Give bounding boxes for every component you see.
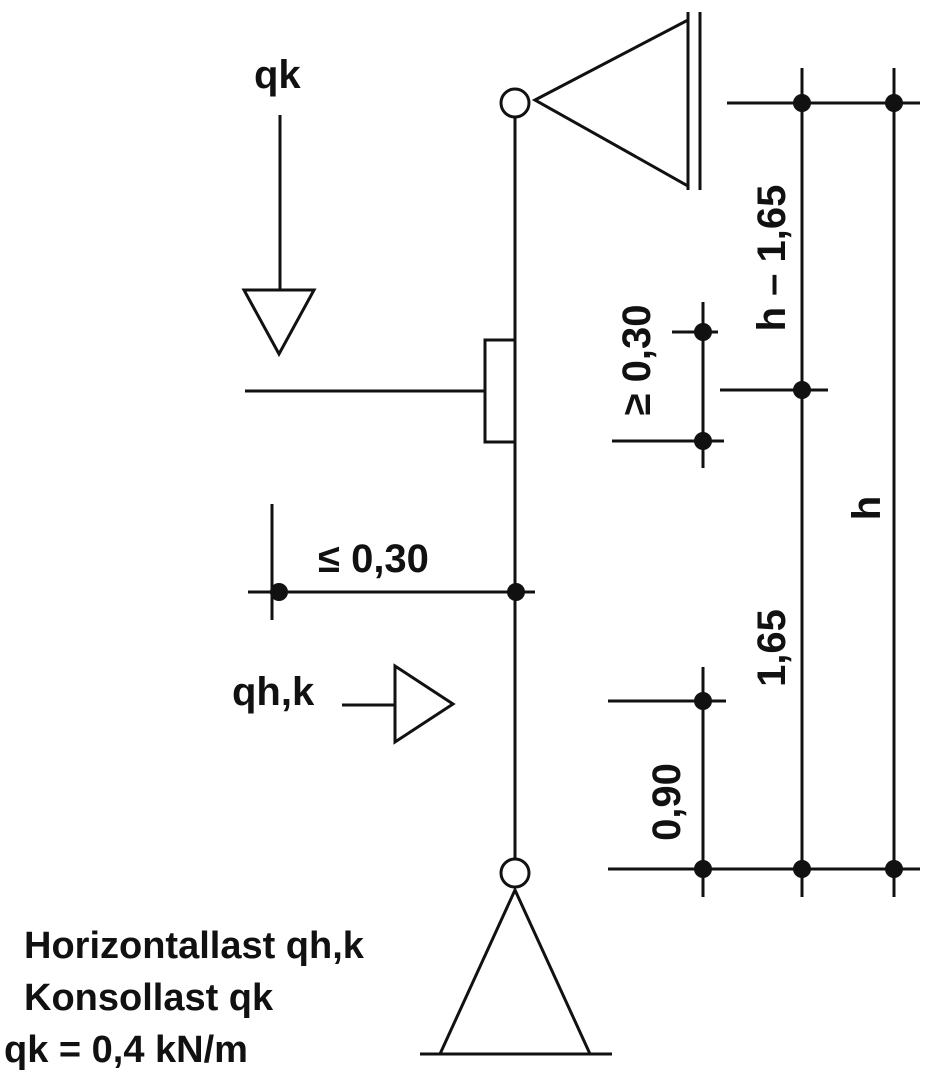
- console-plate: [483, 338, 517, 444]
- total-dim-label: h: [845, 496, 889, 520]
- top-hinge: [499, 87, 531, 119]
- offset-dim-dot-left: [270, 583, 288, 601]
- legend-console-load: Konsollast qk: [24, 977, 274, 1019]
- horizontal-load-arrowhead: [393, 663, 456, 745]
- offset-dim-dot-right: [507, 583, 525, 601]
- dim-dot: [885, 94, 903, 112]
- dim-dot: [793, 860, 811, 878]
- legend-horizontal-load: Horizontallast qh,k: [24, 925, 365, 967]
- dim-dot: [793, 94, 811, 112]
- legend-load-value: qk = 0,4 kN/m: [4, 1029, 248, 1071]
- horizontal-load-label: qh,k: [232, 670, 315, 714]
- dim-dot: [694, 692, 712, 710]
- dim-dot: [694, 432, 712, 450]
- top-load-label: qk: [254, 53, 301, 97]
- bottom-hinge: [499, 857, 531, 889]
- upper-segment-dim-label: h – 1,65: [750, 185, 794, 332]
- dim-dot: [694, 860, 712, 878]
- bottom-support-triangle: [437, 886, 593, 1056]
- dim-dot: [694, 323, 712, 341]
- gap-dim-label: ≥ 0,30: [615, 305, 659, 416]
- offset-dim-label: ≤ 0,30: [318, 537, 429, 581]
- dim-dot: [885, 860, 903, 878]
- dim-dot: [793, 381, 811, 399]
- vertical-load-arrowhead: [241, 288, 317, 358]
- lower-segment-dim-label: 1,65: [750, 609, 794, 687]
- rail-dim-label: 0,90: [645, 763, 689, 841]
- top-support-triangle: [531, 17, 690, 189]
